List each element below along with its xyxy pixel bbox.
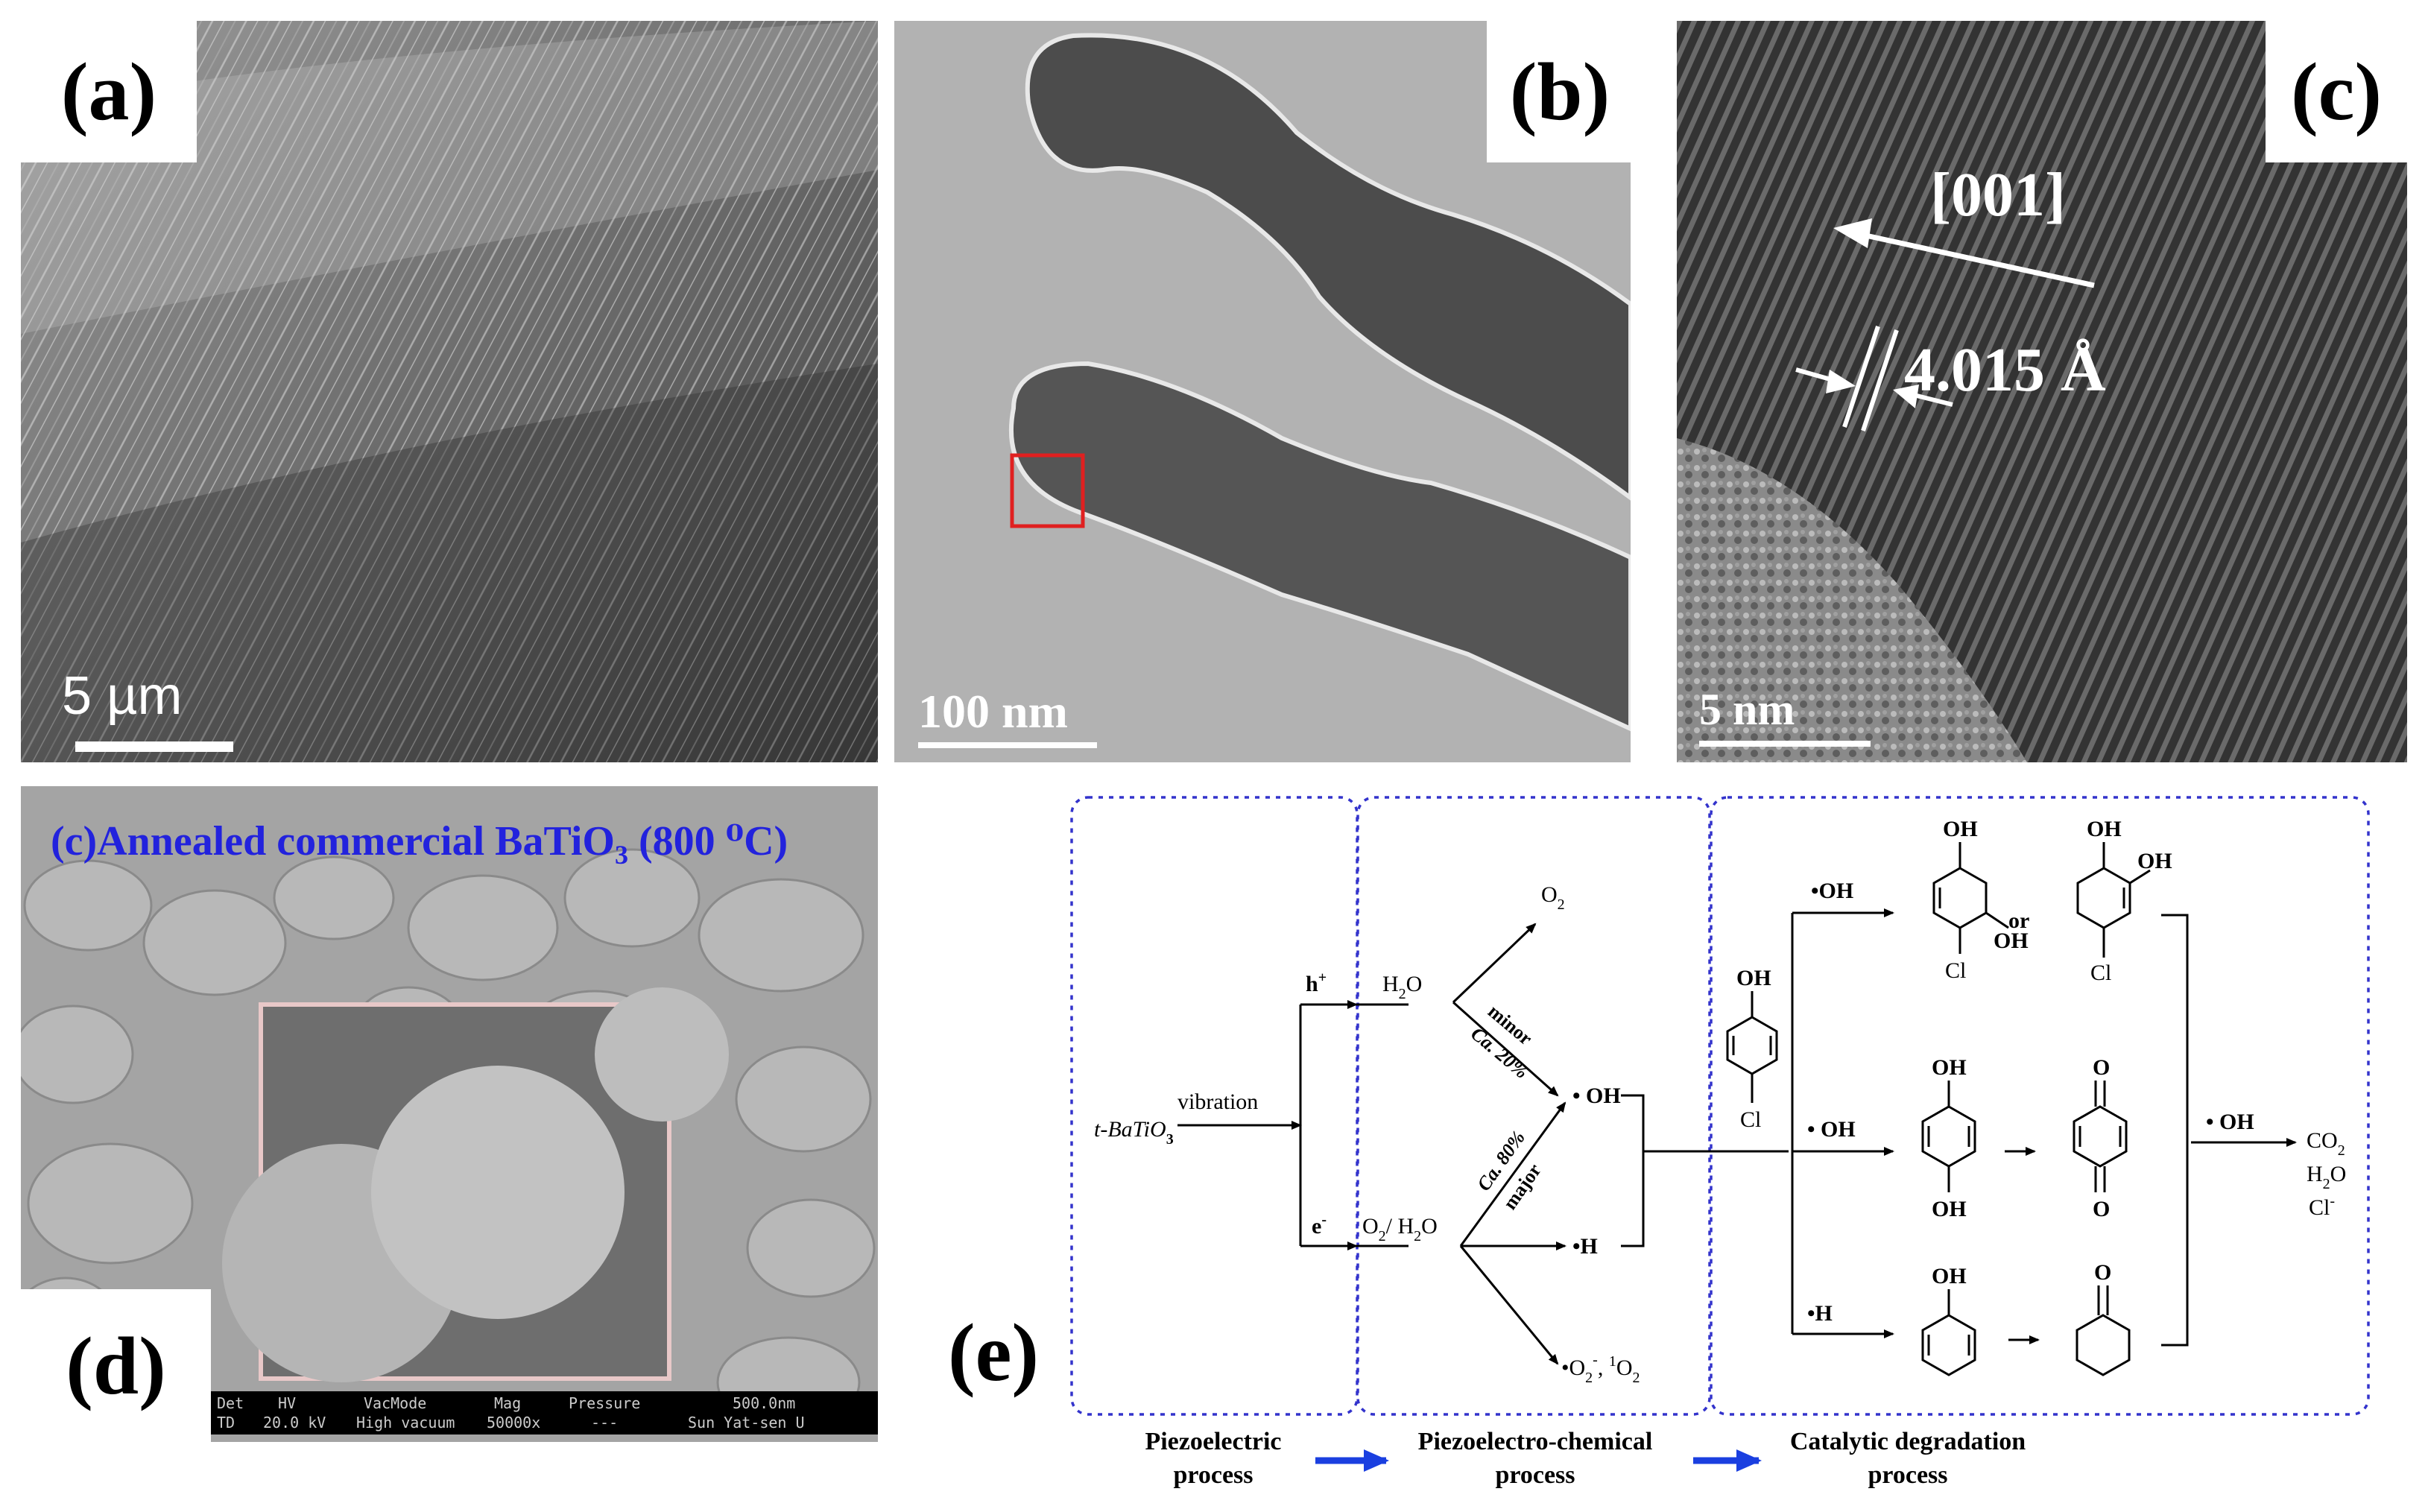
- panel-a-label: (a): [21, 21, 197, 162]
- stage-1-line1: Piezoelectric: [1145, 1428, 1281, 1455]
- info-value-vacmode: High vacuum: [356, 1414, 455, 1432]
- info-header-pressure: Pressure: [569, 1394, 641, 1412]
- stage-2-line1: Piezoelectro-chemical: [1418, 1428, 1653, 1455]
- panel-b-scale-line: [918, 742, 1097, 748]
- stage-1-line2: process: [1173, 1461, 1253, 1489]
- ring-4-chlorophenol: [1726, 1016, 1778, 1075]
- p1-oh2: OH: [1994, 929, 2029, 953]
- stage-box-piezoelectric: [1070, 796, 1359, 1416]
- info-header-det: Det: [217, 1394, 244, 1412]
- ring-product-1: [1932, 867, 1988, 929]
- p2-cl: Cl: [2090, 961, 2111, 985]
- branch-oh-mid: • OH: [1807, 1117, 1856, 1142]
- info-value-pressure: ---: [591, 1414, 619, 1432]
- label-h-radical: •H: [1572, 1234, 1598, 1259]
- ring-benzoquinone: [2073, 1105, 2128, 1168]
- ring-cyclohexanone: [2076, 1314, 2131, 1376]
- cp-oh: OH: [1736, 966, 1771, 990]
- p2-oh: OH: [2087, 817, 2122, 841]
- product-cl: Cl-: [2309, 1193, 2335, 1220]
- product-co2: CO2: [2307, 1128, 2345, 1159]
- panel-d-title: (c)Annealed commercial BaTiO3 (800 ⁰C): [51, 818, 788, 870]
- panel-d-particles: [21, 786, 878, 1442]
- panel-a-scale-line: [75, 741, 233, 752]
- label-o2-product: O2: [1541, 882, 1565, 913]
- panel-e-label: (e): [923, 1293, 1064, 1412]
- panel-b-roi-box: [1010, 453, 1085, 528]
- stage-2-line2: process: [1495, 1461, 1575, 1489]
- panel-c-scale-line: [1699, 741, 1871, 747]
- panel-b-rods: [1008, 33, 1631, 732]
- hq-oh-top: OH: [1932, 1055, 1967, 1080]
- stage-3-line2: process: [1868, 1461, 1947, 1489]
- branch-oh-top: •OH: [1811, 879, 1853, 903]
- label-oh-radical: • OH: [1572, 1084, 1621, 1108]
- panel-c-spacing-label: 4.015 Å: [1904, 335, 2106, 405]
- panel-a-scale-bar: 5 µm: [54, 651, 278, 755]
- hq-oh-bottom: OH: [1932, 1197, 1967, 1221]
- label-hole: h+: [1306, 969, 1327, 996]
- info-header-hv: HV: [278, 1394, 297, 1412]
- panel-b-scale-text: 100 nm: [918, 685, 1068, 738]
- branch-h: •H: [1807, 1301, 1833, 1326]
- stage-3-line1: Catalytic degradation: [1790, 1428, 2026, 1455]
- p2-oh2: OH: [2137, 849, 2172, 873]
- ring-product-2: [2076, 867, 2131, 929]
- info-header-scale: 500.0nm: [733, 1394, 796, 1412]
- panel-d-info-bar: Det HV VacMode Mag Pressure 500.0nm TD 2…: [211, 1391, 878, 1434]
- label-superoxide: •O2-, 1O2: [1561, 1352, 1640, 1386]
- ph-oh: OH: [1932, 1264, 1967, 1288]
- label-electron: e-: [1312, 1212, 1327, 1239]
- label-o2-water: O2/ H2O: [1362, 1214, 1438, 1244]
- panel-a-sem-image: 5 µm: [21, 21, 878, 762]
- stage-box-piezoelectrochemical: [1356, 796, 1711, 1416]
- info-header-mag: Mag: [494, 1394, 522, 1412]
- panel-c-label: (c): [2266, 21, 2407, 162]
- ring-hydroquinone: [1921, 1105, 1976, 1168]
- bq-o-top: O: [2093, 1055, 2110, 1080]
- stage-box-catalytic: [1710, 796, 2370, 1416]
- panel-c-direction-label: [001]: [1930, 160, 2066, 230]
- p1-oh: OH: [1943, 817, 1978, 841]
- p1-cl: Cl: [1945, 958, 1966, 983]
- info-value-mag: 50000x: [487, 1414, 541, 1432]
- panel-a-scale-text: 5 µm: [62, 666, 183, 726]
- label-or: or: [2008, 908, 2029, 933]
- panel-d-label: (d): [21, 1289, 211, 1442]
- panel-c-scale-bar: 5 nm: [1692, 677, 1885, 759]
- label-start: t-BaTiO3: [1094, 1117, 1174, 1148]
- panel-c-scale-text: 5 nm: [1699, 685, 1795, 734]
- label-vibration: vibration: [1177, 1089, 1258, 1114]
- ring-phenol: [1921, 1314, 1976, 1376]
- info-value-institution: Sun Yat-sen U: [688, 1414, 805, 1432]
- bq-o-bottom: O: [2093, 1197, 2110, 1221]
- info-value-hv: 20.0 kV: [263, 1414, 326, 1432]
- label-water: H2O: [1382, 972, 1422, 1002]
- product-h2o: H2O: [2307, 1162, 2346, 1192]
- chx-o: O: [2094, 1260, 2111, 1285]
- cp-cl: Cl: [1740, 1107, 1761, 1132]
- panel-b-label: (b): [1487, 21, 1633, 162]
- final-oh: • OH: [2206, 1110, 2254, 1134]
- panel-b-scale-bar: 100 nm: [909, 677, 1133, 759]
- info-value-det: TD: [217, 1414, 235, 1432]
- info-header-vacmode: VacMode: [364, 1394, 427, 1412]
- panel-c-direction-arrow: [1855, 230, 2095, 288]
